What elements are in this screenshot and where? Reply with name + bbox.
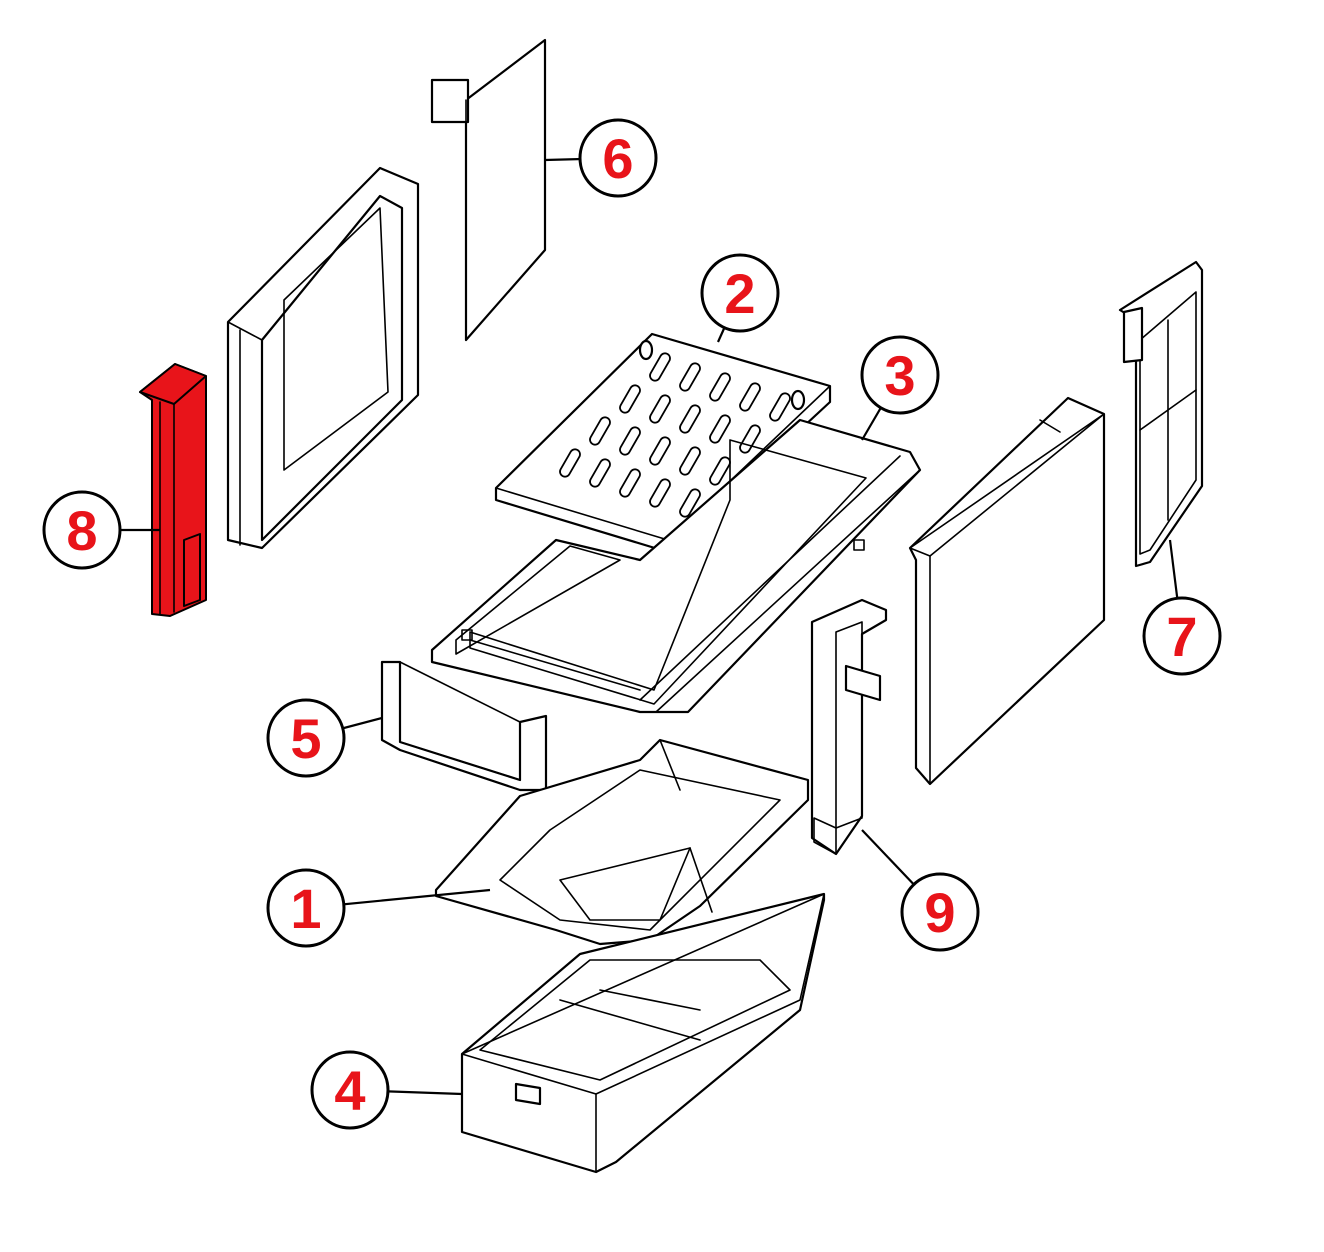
callout-2-label: 2 bbox=[724, 262, 755, 325]
callout-8-label: 8 bbox=[66, 499, 97, 562]
part-2-grate bbox=[494, 332, 832, 554]
callout-5-label: 5 bbox=[290, 707, 321, 770]
callout-8: 8 bbox=[42, 490, 122, 570]
callout-3-label: 3 bbox=[884, 344, 915, 407]
part-8-left-narrow-plate bbox=[139, 363, 207, 617]
left-side-panel bbox=[226, 166, 420, 550]
callout-9: 9 bbox=[900, 872, 980, 952]
callout-3: 3 bbox=[860, 335, 940, 415]
callout-1: 1 bbox=[266, 868, 346, 948]
part-9-right-narrow-plate bbox=[810, 598, 888, 856]
part-3-grate-frame bbox=[430, 418, 922, 714]
callout-6-label: 6 bbox=[602, 127, 633, 190]
grate-slots bbox=[559, 352, 791, 518]
part-4-ash-box bbox=[460, 892, 826, 1174]
callout-7-label: 7 bbox=[1166, 605, 1197, 668]
callout-4: 4 bbox=[310, 1050, 390, 1130]
callout-1-label: 1 bbox=[290, 877, 321, 940]
callout-7: 7 bbox=[1142, 596, 1222, 676]
callout-9-label: 9 bbox=[924, 881, 955, 944]
part-5-front-plate bbox=[380, 660, 548, 792]
right-side-panel bbox=[908, 396, 1106, 786]
part-7-right-frame bbox=[1118, 260, 1204, 568]
part-1-ash-tray bbox=[434, 738, 810, 946]
part-6-back-plate bbox=[430, 38, 547, 342]
callout-2: 2 bbox=[700, 253, 780, 333]
callout-4-label: 4 bbox=[334, 1059, 365, 1122]
callout-6: 6 bbox=[578, 118, 658, 198]
callout-5: 5 bbox=[266, 698, 346, 778]
